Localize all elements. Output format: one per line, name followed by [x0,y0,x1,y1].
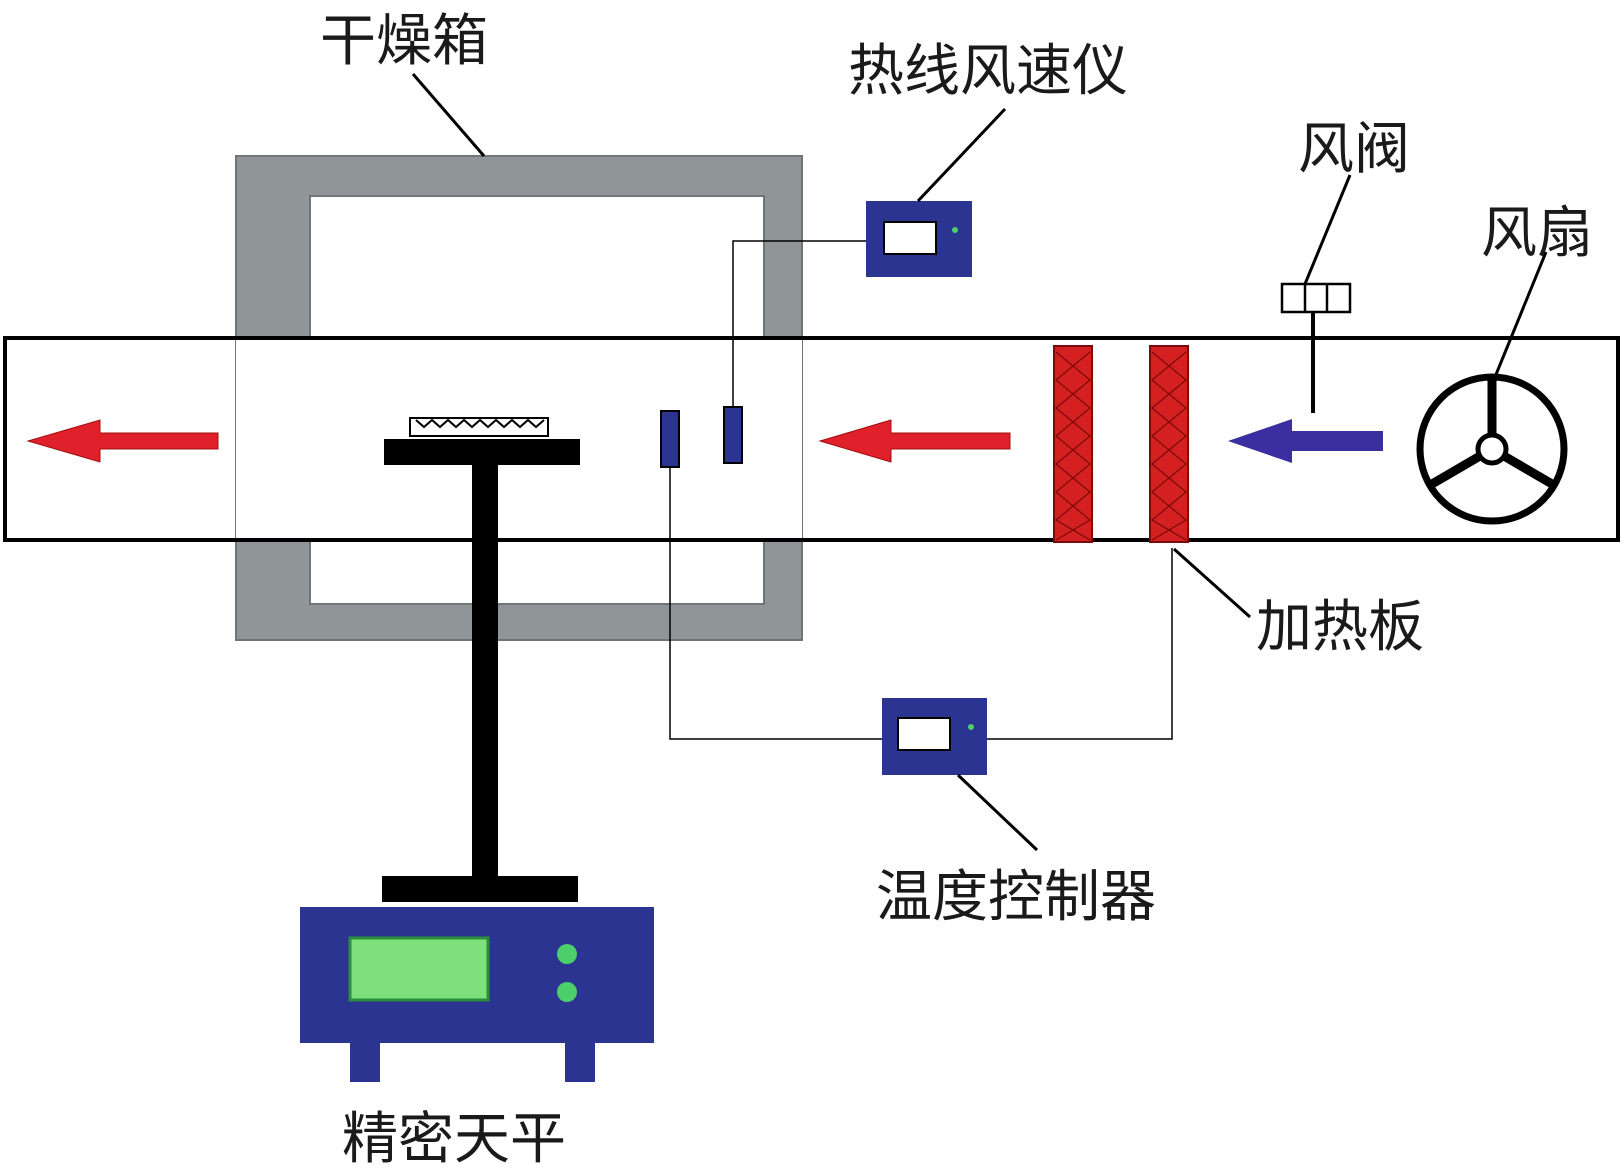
balance-indicator-top [557,944,577,964]
wiring [669,240,1173,740]
temperature-controller-device [882,698,987,775]
anemometer-device [866,201,972,277]
balance-screen [348,936,490,1002]
balance-foot-right [565,1040,595,1082]
label-temperature-controller: 温度控制器 [876,865,1156,930]
hot-air-arrow-middle [818,419,1011,463]
cold-air-arrow [1228,419,1383,463]
sample-tray [382,417,580,902]
heating-plates [1053,345,1189,543]
precision-balance [300,907,654,1082]
balance-foot-left [350,1040,380,1082]
air-damper [1280,282,1352,413]
heating-plate-1 [1053,345,1093,543]
balance-indicator-bottom [557,982,577,1002]
leader-lines [411,73,1548,852]
label-drying-box: 干燥箱 [320,9,488,74]
anemometer-probe [723,406,743,464]
label-damper: 风阀 [1298,117,1410,182]
label-precision-balance: 精密天平 [342,1107,566,1167]
heating-plate-2 [1149,345,1189,543]
fan [1416,373,1568,525]
label-anemometer: 热线风速仪 [848,39,1128,104]
label-fan: 风扇 [1481,201,1593,266]
sensor-probes [660,406,743,468]
flow-arrows [26,419,1383,463]
hot-air-arrow-exit [26,419,219,463]
temperature-probe [660,410,680,468]
label-heating-plate: 加热板 [1256,595,1424,660]
